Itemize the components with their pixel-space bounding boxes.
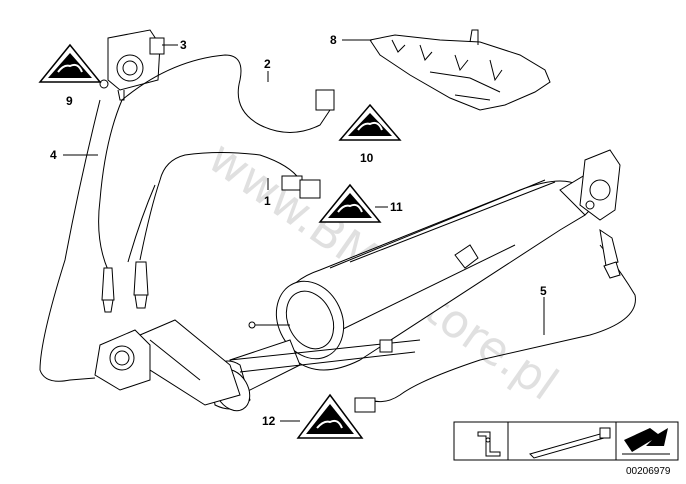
catalytic-converter [94,149,621,412]
callout-5: 5 [540,284,547,298]
callout-10: 10 [360,151,374,165]
callout-3: 3 [180,38,187,52]
leader-lines [63,39,545,422]
callout-12: 12 [262,414,276,428]
callout-11: 11 [390,200,403,214]
warning-triangle-icon [38,43,102,83]
connector-1 [281,175,303,191]
callout-4: 4 [50,148,57,162]
part-6-clip [477,431,501,457]
callout-8: 8 [330,33,337,47]
arrow-icon [622,428,670,455]
warning-triangle-icon [296,393,364,439]
warning-triangle-icon [318,183,382,223]
connector-5 [354,397,376,413]
diagram-number: 00206979 [626,466,671,477]
part-8-bracket-plate [369,29,551,111]
part-3-sensor [99,29,165,101]
small-parts-box [453,421,679,461]
connectors [281,89,376,413]
callout-1: 1 [264,194,271,208]
connector-2 [315,89,335,111]
warning-triangle-icon [338,103,402,141]
callout-2: 2 [264,57,271,71]
callout-9: 9 [66,94,73,108]
part-7-cable-tie [529,427,611,459]
oxygen-sensors [101,228,621,313]
sensor-wires [39,54,636,403]
